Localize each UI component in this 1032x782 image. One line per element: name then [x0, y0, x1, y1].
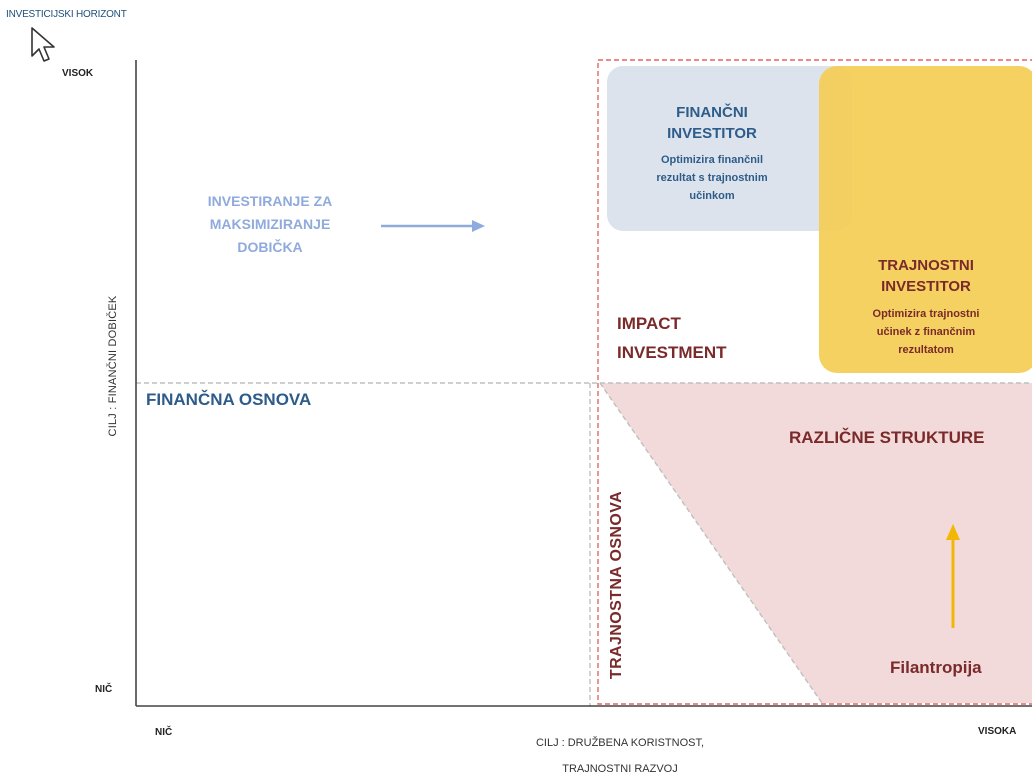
diagram-title: INVESTICIJSKI HORIZONT [6, 9, 127, 20]
various-structures-label: RAZLIČNE STRUKTURE [789, 428, 985, 447]
financial-investor-desc-line3: učinkom [689, 190, 735, 202]
impact-boundary [597, 59, 1032, 705]
profit-maximization-label: INVESTIRANJE ZA MAKSIMIZIRANJE DOBIČKA [170, 190, 370, 259]
x-axis-high-label: VISOKA [978, 726, 1017, 737]
financial-investor-title-line1: FINANČNI [676, 104, 748, 121]
sustainable-investor-box [819, 66, 1032, 373]
financial-investor-desc-line2: rezultat s trajnostnim [656, 172, 768, 184]
y-axis-low-label: NIČ [95, 684, 113, 695]
financial-investor-desc-line1: Optimizira finančnil [660, 154, 764, 166]
diagonal-divider [599, 382, 823, 704]
x-axis-low-label: NIČ [155, 727, 173, 738]
impact-investment-line2: INVESTMENT [617, 343, 727, 362]
alternative-structures-area [600, 383, 1032, 703]
sustainable-investor-desc-line1: Optimizira trajnostni [872, 308, 980, 320]
impact-investment-label: IMPACT INVESTMENT [617, 309, 727, 367]
y-axis-high-label: VISOK [62, 68, 94, 79]
profit-maximization-line3: DOBIČKA [237, 239, 303, 255]
sustainable-investor-desc-line2: učinek z finančnim [876, 326, 976, 338]
financial-investor-title-line2: INVESTITOR [667, 125, 757, 142]
sustainable-investor-desc-line3: rezultatom [898, 344, 954, 356]
impact-investment-line1: IMPACT [617, 314, 681, 333]
sustainable-investor-title: TRAJNOSTNI INVESTITOR [820, 255, 1032, 297]
financial-basis-label: FINANČNA OSNOVA [146, 390, 312, 409]
philanthropy-arrow [946, 524, 960, 628]
mouse-cursor-icon [31, 27, 55, 62]
sustainable-investor-title-line2: INVESTITOR [881, 278, 971, 295]
x-axis-title-line2: TRAJNOSTNI RAZVOJ [562, 763, 678, 775]
financial-investor-box [607, 66, 852, 231]
sustainable-investor-description: Optimizira trajnostni učinek z finančnim… [820, 305, 1032, 359]
profit-arrow [381, 220, 485, 232]
sustainable-basis-label: TRAJNOSTNA OSNOVA [608, 490, 625, 680]
x-axis-title: CILJ : DRUŽBENA KORISTNOST, TRAJNOSTNI R… [470, 730, 770, 782]
profit-maximization-line2: MAKSIMIZIRANJE [209, 216, 331, 232]
financial-investor-title: FINANČNI INVESTITOR [612, 102, 812, 144]
financial-investor-description: Optimizira finančnil rezultat s trajnost… [612, 151, 812, 205]
x-axis-title-line1: CILJ : DRUŽBENA KORISTNOST, [535, 737, 705, 749]
philanthropy-label: Filantropija [890, 658, 982, 677]
profit-maximization-line1: INVESTIRANJE ZA [207, 193, 333, 209]
y-axis-title: CILJ : FINANČNI DOBIČEK [107, 295, 119, 437]
sustainable-investor-title-line1: TRAJNOSTNI [878, 257, 974, 274]
